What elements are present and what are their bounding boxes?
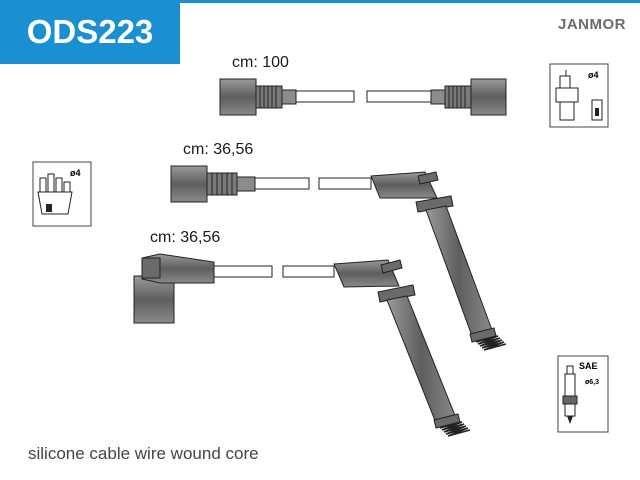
header-rule — [180, 0, 640, 3]
cable-3 — [133, 253, 471, 437]
spark-plug-icon: SAE ø6,3 — [557, 355, 609, 433]
cable-2 — [170, 165, 507, 351]
spark-plug-standard-label: SAE — [579, 361, 598, 371]
ignition-coil-icon: ø4 — [549, 63, 609, 128]
coil-diameter-label: ø4 — [588, 70, 599, 80]
cable-3-length: cm: 36,56 — [150, 229, 221, 246]
spark-plug-diameter-label: ø6,3 — [585, 379, 599, 386]
cable-2-length: cm: 36,56 — [183, 141, 254, 158]
cable-1-length: cm: 100 — [232, 54, 289, 71]
distributor-cap-icon: ø4 — [32, 161, 92, 227]
cable-1 — [219, 78, 507, 116]
cable-description: silicone cable wire wound core — [28, 444, 259, 463]
part-code-badge: ODS223 — [0, 0, 180, 64]
brand-name: JANMOR — [557, 16, 626, 33]
distributor-diameter-label: ø4 — [70, 168, 81, 178]
